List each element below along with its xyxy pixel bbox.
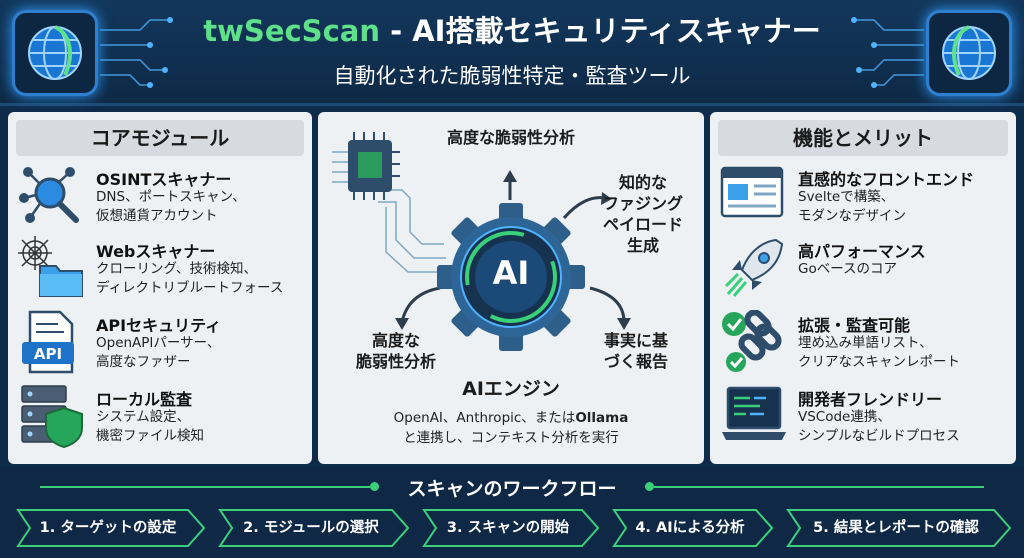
item-title: APIセキュリティ	[96, 316, 222, 335]
api-document-icon: API	[22, 310, 74, 374]
page-title: twSecScan - AI搭載セキュリティスキャナー	[203, 14, 821, 48]
item-desc: VSCode連携、 シンプルなビルドプロセス	[798, 409, 960, 444]
gear-text: AI	[492, 254, 530, 292]
item-desc: 埋め込み単語リスト、 クリアなスキャンレポート	[798, 335, 960, 370]
workflow-step-4: 4. AIによる分析	[612, 508, 774, 548]
module-api: API APIセキュリティ OpenAPIパーサー、 高度なファザー	[18, 310, 306, 384]
features-panel: 機能とメリット 直感的なフロントエンド Svelteで構築、 モダンなデザイン …	[710, 112, 1016, 464]
workflow-step-5: 5. 結果とレポートの確認	[786, 508, 1012, 548]
divider	[654, 486, 984, 488]
ai-engine-diagram	[332, 132, 631, 351]
right-bottom-label: 事実に基 づく報告	[603, 331, 668, 371]
left-label: 高度な 脆弱性分析	[355, 331, 436, 371]
item-title: OSINTスキャナー	[96, 170, 232, 189]
item-desc: Goベースのコア	[798, 261, 898, 277]
item-title: 拡張・監査可能	[798, 316, 911, 335]
item-title: 開発者フレンドリー	[798, 390, 943, 409]
step-label: 3. スキャンの開始	[446, 520, 570, 536]
workflow-step-2: 2. モジュールの選択	[218, 508, 410, 548]
module-web: Webスキャナー クローリング、技術検知、 ディレクトリブルートフォース	[18, 236, 306, 310]
item-desc: システム設定、 機密ファイル検知	[96, 409, 204, 444]
ai-gear-icon	[437, 203, 585, 351]
workflow-step-3: 3. スキャンの開始	[422, 508, 600, 548]
step-label: 4. AIによる分析	[635, 520, 745, 536]
workflow-section: スキャンのワークフロー 1. ターゲットの設定 2. モジュールの選択 3. ス…	[0, 466, 1024, 558]
divider	[40, 486, 370, 488]
item-desc: OpenAPIパーサー、 高度なファザー	[96, 335, 221, 370]
network-search-icon	[19, 167, 79, 223]
engine-desc-line2: と連携し、コンテキスト分析を実行	[403, 430, 619, 446]
globe-shield-icon	[28, 25, 82, 80]
laptop-code-icon	[722, 386, 786, 440]
item-title: ローカル監査	[96, 390, 193, 409]
right-top-label: 知的な ファジング ペイロード 生成	[602, 173, 683, 255]
rocket-icon	[724, 238, 784, 297]
divider-dot	[370, 482, 379, 491]
feature-extensible: 拡張・監査可能 埋め込み単語リスト、 クリアなスキャンレポート	[720, 310, 1010, 384]
item-desc: Svelteで構築、 モダンなデザイン	[798, 189, 906, 224]
item-title: Webスキャナー	[96, 242, 216, 261]
workflow-title: スキャンのワークフロー	[407, 478, 617, 500]
page-subtitle: 自動化された脆弱性特定・監査ツール	[333, 64, 691, 88]
core-modules-panel: コアモジュール OSINTスキャナー DNS、ポートスキャン、 仮想通貨アカウン…	[8, 112, 312, 464]
chain-check-icon	[722, 310, 782, 372]
step-label: 2. モジュールの選択	[243, 520, 379, 536]
step-label: 5. 結果とレポートの確認	[813, 520, 979, 536]
item-title: 高パフォーマンス	[798, 242, 926, 261]
svg-text:API: API	[34, 345, 62, 363]
workflow-step-1: 1. ターゲットの設定	[16, 508, 206, 548]
item-desc: DNS、ポートスキャン、 仮想通貨アカウント	[96, 189, 246, 224]
logo-right	[926, 10, 1012, 96]
divider-dot	[645, 482, 654, 491]
engine-desc-line1: OpenAI、Anthropic、またはOllama	[393, 410, 629, 426]
feature-developer: 開発者フレンドリー VSCode連携、 シンプルなビルドプロセス	[720, 384, 1010, 458]
engine-title: AIエンジン	[462, 378, 560, 400]
logo-left	[12, 10, 98, 96]
module-local-audit: ローカル監査 システム設定、 機密ファイル検知	[18, 384, 306, 458]
module-osint: OSINTスキャナー DNS、ポートスキャン、 仮想通貨アカウント	[18, 164, 306, 238]
feature-frontend: 直感的なフロントエンド Svelteで構築、 モダンなデザイン	[720, 164, 1010, 238]
engine-description: OpenAI、Anthropic、またはOllama と連携し、コンテキスト分析…	[318, 408, 704, 448]
item-desc: クローリング、技術検知、 ディレクトリブルートフォース	[96, 261, 284, 296]
step-label: 1. ターゲットの設定	[39, 520, 177, 536]
server-shield-icon	[21, 385, 83, 448]
ai-engine-panel: 高度な脆弱性分析 知的な ファジング ペイロード 生成 高度な 脆弱性分析 事実…	[318, 112, 704, 464]
item-title: 直感的なフロントエンド	[798, 170, 975, 189]
spiderweb-folder-icon	[18, 236, 83, 297]
panel-heading: 機能とメリット	[718, 120, 1008, 156]
feature-performance: 高パフォーマンス Goベースのコア	[720, 236, 1010, 310]
circuit-lines-left	[100, 17, 924, 88]
top-label: 高度な脆弱性分析	[446, 128, 575, 147]
header: twSecScan - AI搭載セキュリティスキャナー 自動化された脆弱性特定・…	[0, 0, 1024, 106]
chip-icon	[332, 132, 446, 273]
globe-shield-icon	[942, 25, 996, 80]
browser-window-icon	[720, 166, 784, 218]
panel-heading: コアモジュール	[16, 120, 304, 156]
